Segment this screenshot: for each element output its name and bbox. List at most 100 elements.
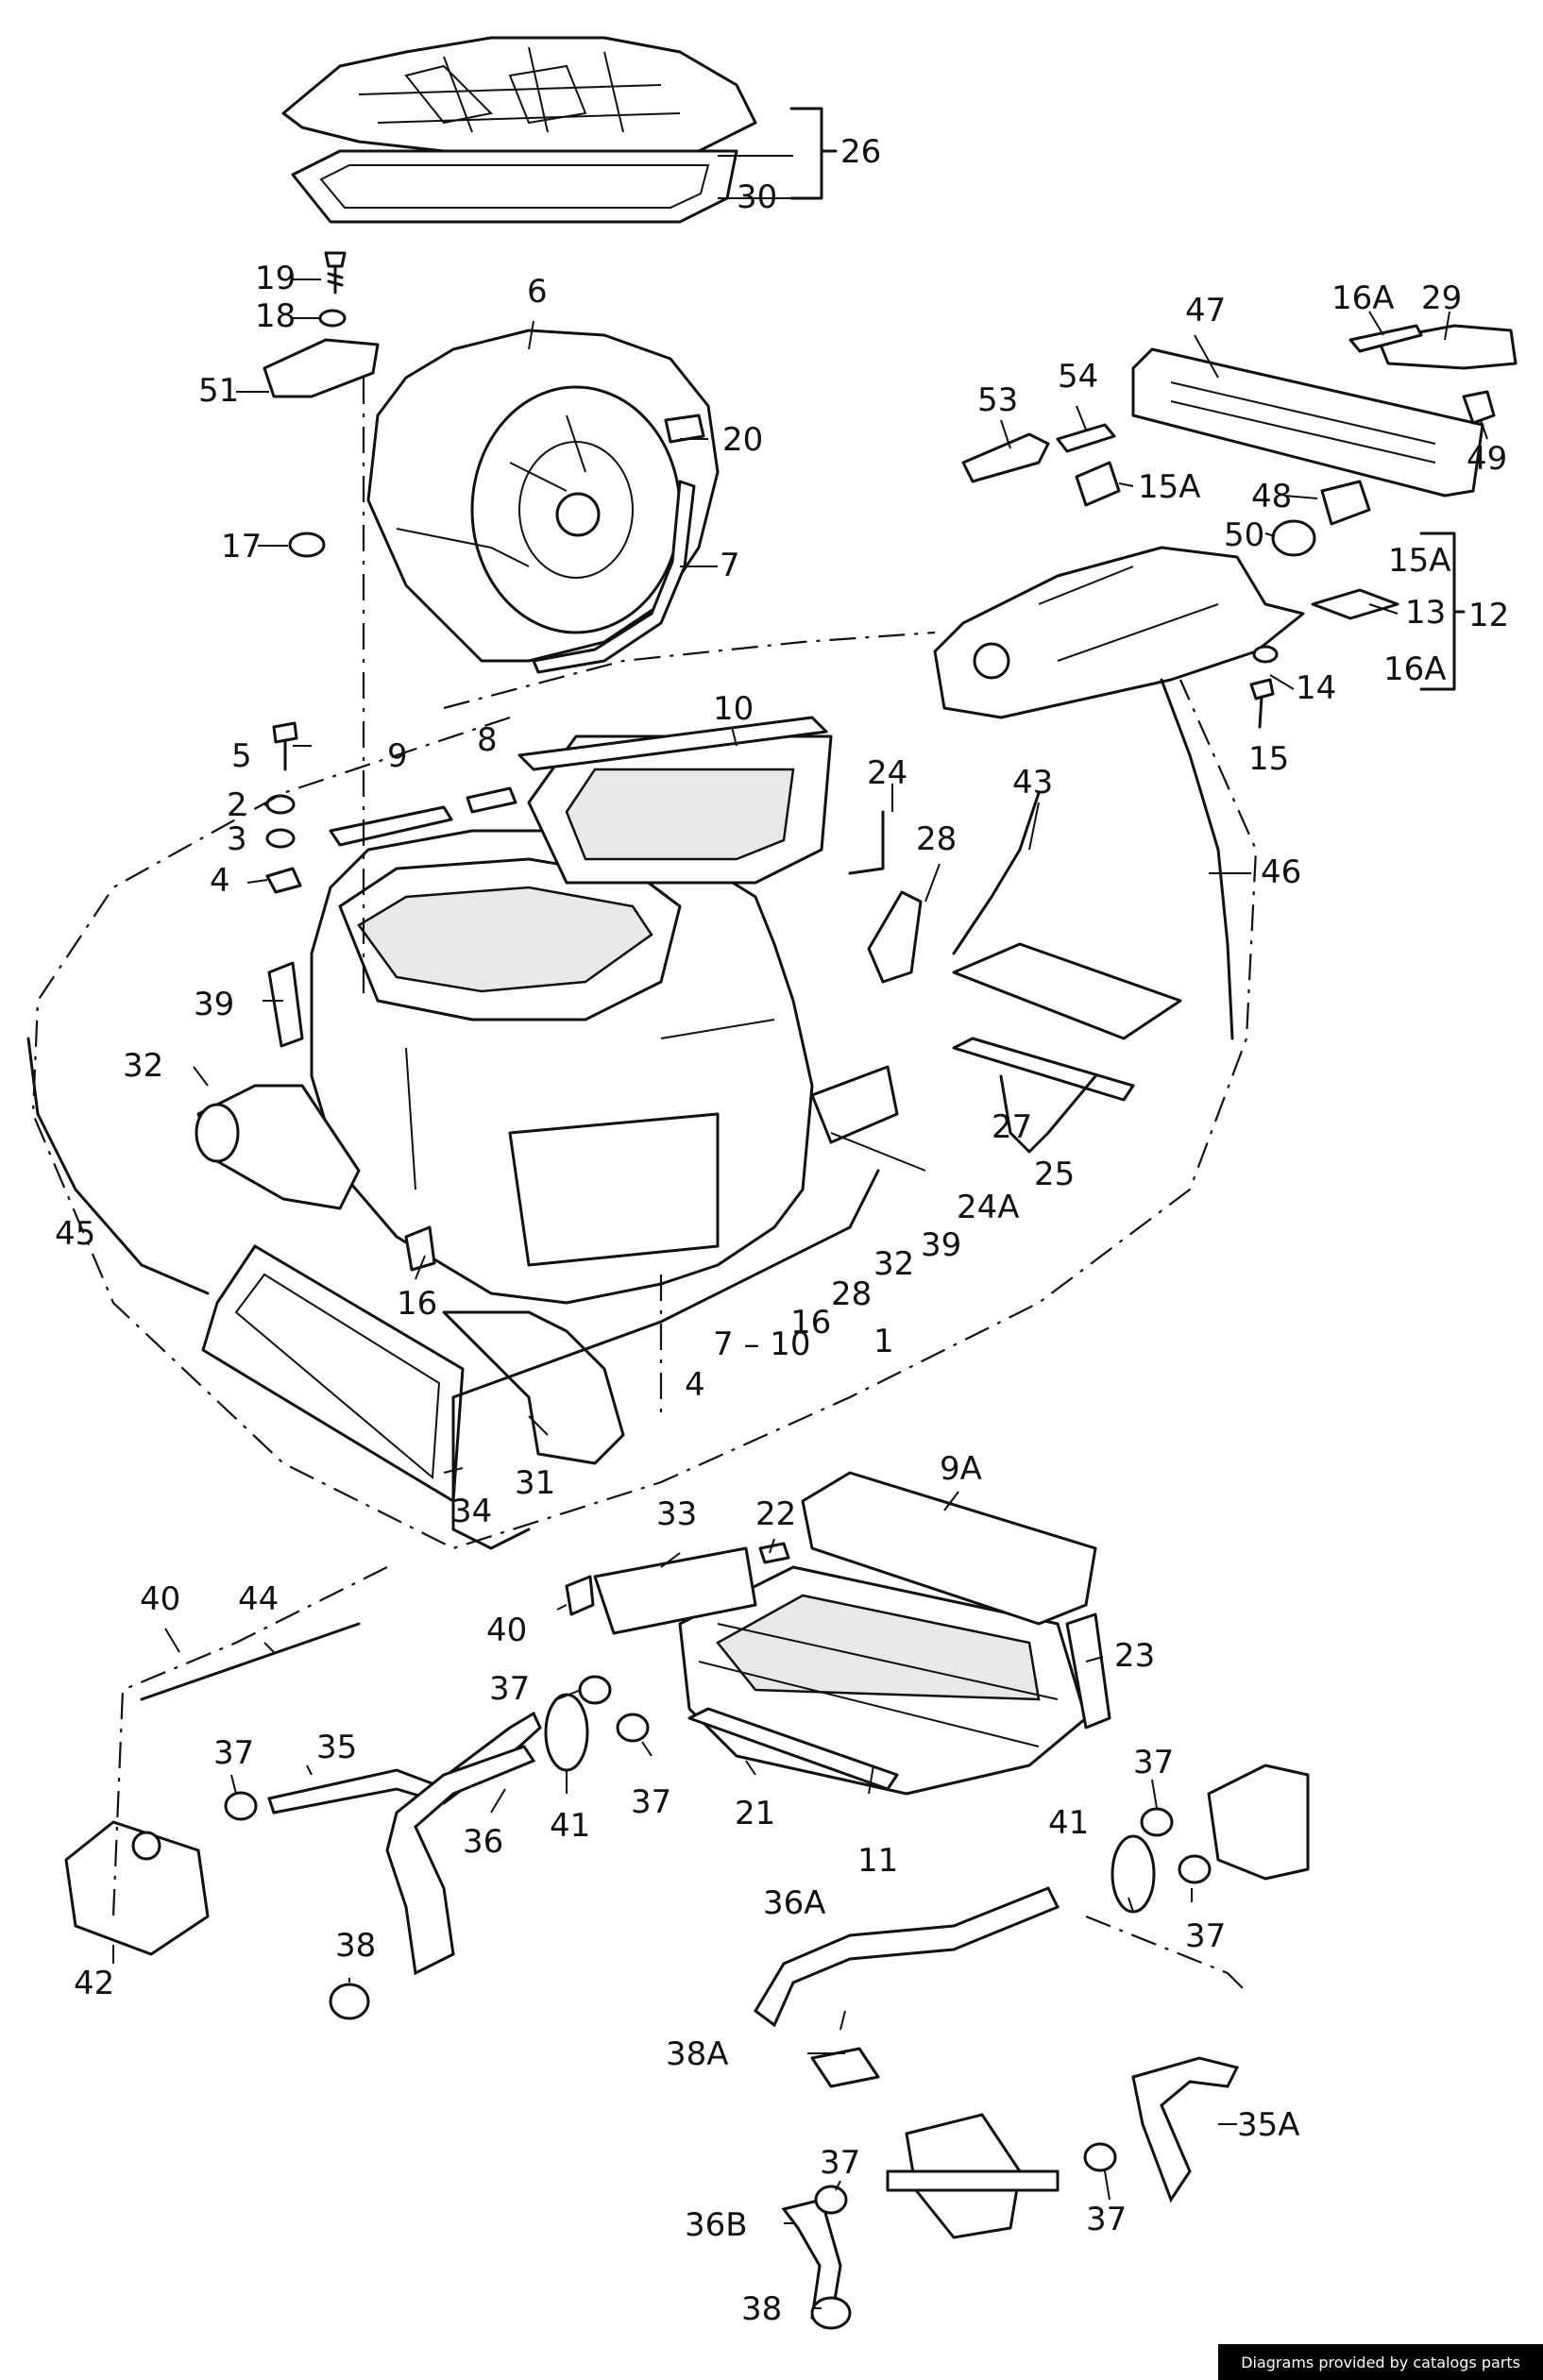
- label-11: 11: [857, 1842, 898, 1880]
- washer-2: [265, 794, 296, 815]
- dash-bracket: [443, 631, 936, 710]
- label-8: 8: [477, 721, 498, 759]
- spring-16A: [1348, 324, 1423, 353]
- label-33: 33: [656, 1495, 697, 1533]
- label-26: 26: [840, 133, 881, 171]
- label-23: 23: [1114, 1637, 1155, 1675]
- label-4b: 4: [685, 1366, 705, 1404]
- label-37c: 37: [631, 1783, 671, 1821]
- label-7-10: 7 – 10: [713, 1325, 811, 1363]
- label-18: 18: [255, 297, 296, 335]
- label-21: 21: [735, 1795, 775, 1832]
- duct-24A: [810, 1065, 899, 1144]
- switch-48: [1320, 480, 1371, 526]
- frame-10: [527, 734, 833, 885]
- blower-housing: [366, 329, 720, 663]
- label-53: 53: [977, 381, 1018, 419]
- duct-31: [442, 1310, 625, 1465]
- clip-39: [267, 961, 304, 1048]
- foam-13: [1311, 588, 1399, 620]
- label-9A: 9A: [940, 1450, 982, 1488]
- label-28b: 28: [831, 1275, 872, 1313]
- label-16: 16: [397, 1285, 437, 1323]
- label-17: 17: [221, 528, 262, 565]
- label-44: 44: [238, 1580, 279, 1618]
- label-20: 20: [722, 421, 763, 459]
- cover-gasket: [291, 149, 738, 224]
- label-39: 39: [194, 986, 234, 1023]
- label-4: 4: [210, 862, 230, 900]
- bracket-51: [263, 338, 380, 398]
- flap-27: [952, 942, 1182, 1102]
- washer-3: [265, 828, 296, 849]
- label-34: 34: [451, 1493, 492, 1530]
- strip-22: [758, 1542, 790, 1564]
- label-48: 48: [1251, 478, 1292, 515]
- grommet-17: [288, 532, 326, 558]
- label-16b: 16: [790, 1304, 831, 1342]
- label-27: 27: [992, 1108, 1032, 1146]
- hose-36: [385, 1745, 536, 1976]
- label-30: 30: [737, 178, 777, 216]
- label-49: 49: [1467, 440, 1507, 478]
- duct-32: [195, 1084, 361, 1210]
- leader-lines: [112, 107, 1488, 2309]
- knob-53: [961, 432, 1050, 483]
- screw-19: [324, 251, 347, 295]
- housing-seal-7: [532, 480, 696, 674]
- label-16A-top: 16A: [1331, 279, 1395, 317]
- label-37e: 37: [1185, 1917, 1226, 1955]
- label-39b: 39: [921, 1226, 961, 1264]
- label-36: 36: [463, 1823, 503, 1861]
- label-24A: 24A: [957, 1189, 1020, 1226]
- label-1: 1: [873, 1323, 894, 1360]
- screw-5: [272, 721, 298, 771]
- label-7: 7: [720, 547, 740, 584]
- clip-16: [404, 1225, 436, 1272]
- label-10: 10: [713, 690, 754, 728]
- label-42: 42: [74, 1965, 114, 2002]
- label-36B: 36B: [685, 2206, 748, 2244]
- dash-right-lower: [1085, 1915, 1247, 1993]
- clamp-38: [329, 1983, 370, 2020]
- flap-28: [867, 890, 923, 984]
- seal-33: [593, 1546, 757, 1635]
- label-51: 51: [198, 372, 239, 410]
- control-panel: [1131, 347, 1484, 498]
- label-25: 25: [1034, 1156, 1075, 1193]
- label-22: 22: [755, 1495, 796, 1533]
- cable-43: [952, 791, 1041, 955]
- dash-loop: [31, 679, 1258, 1550]
- seal-21: [687, 1707, 899, 1791]
- label-47: 47: [1185, 292, 1226, 329]
- label-38: 38: [335, 1927, 376, 1965]
- label-9: 9: [387, 737, 408, 775]
- label-24: 24: [867, 754, 907, 792]
- heater-box: [310, 829, 814, 1305]
- clip-40: [565, 1575, 595, 1616]
- label-35A: 35A: [1237, 2106, 1300, 2144]
- seal-9: [329, 805, 453, 847]
- label-37d: 37: [1133, 1744, 1174, 1781]
- label-50: 50: [1224, 516, 1264, 554]
- label-19: 19: [255, 260, 296, 297]
- label-6: 6: [527, 273, 548, 311]
- clamp-38b: [810, 2296, 852, 2330]
- cable-46: [1160, 678, 1234, 1040]
- valve-42: [64, 1820, 210, 1956]
- clip-4: [265, 867, 302, 894]
- knob-50: [1271, 519, 1316, 557]
- partial-heater-core-right: [1207, 1764, 1310, 1881]
- label-37b: 37: [213, 1734, 254, 1772]
- bulb-49: [1462, 390, 1496, 425]
- label-12: 12: [1468, 597, 1509, 634]
- cable-44: [140, 1622, 361, 1701]
- label-36A: 36A: [763, 1884, 826, 1922]
- control-bracket: [933, 546, 1305, 719]
- label-14: 14: [1296, 669, 1336, 707]
- hose-35A: [1131, 2056, 1240, 2203]
- fitting-38A: [810, 2047, 880, 2088]
- seal-23: [1065, 1612, 1111, 1730]
- label-15A-right: 15A: [1388, 542, 1451, 580]
